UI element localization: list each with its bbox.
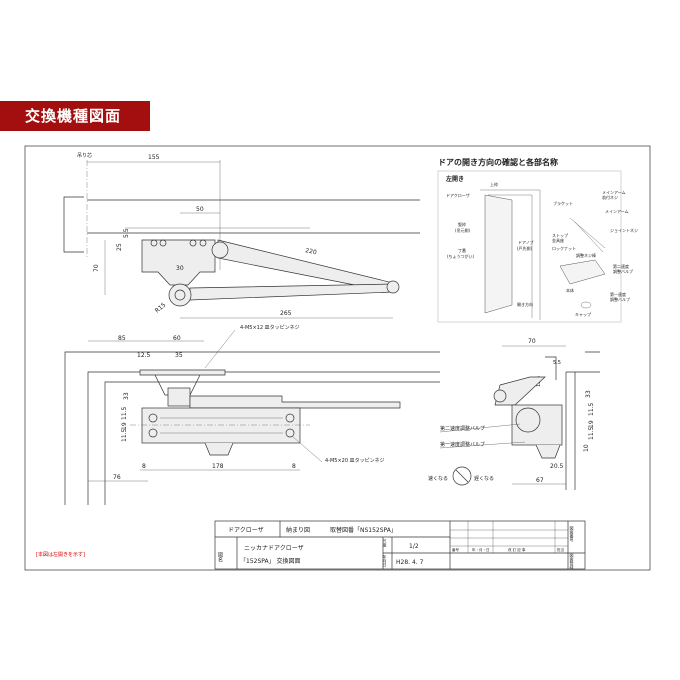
top_view-dims-7: 30 (176, 265, 184, 272)
pivot-label: 吊り芯 (77, 152, 92, 159)
inset-labels-23: キャップ (575, 311, 591, 317)
inset-labels-12: メインアーム (605, 209, 629, 214)
title_block-name_line2: 「152SPA」 交換図面 (240, 557, 301, 565)
inset-labels-1: ドアクローザ (446, 192, 470, 198)
inset-labels-8: 開き方向 (517, 301, 533, 307)
title_block-rev_headers-0: 番号 (452, 547, 460, 552)
inset-closer-body (559, 259, 606, 285)
side_view-dims-7: 10 (583, 444, 590, 452)
inset-subtitle: 左開き (445, 175, 464, 183)
top_view-dims-8: R15 (154, 301, 168, 314)
side_view-dims-4: 11.5 (588, 402, 595, 416)
title_block-name_line1: ニッカナドアクローザ (244, 545, 304, 552)
inset-labels-14: ストップ (552, 232, 568, 238)
top_view-dims-1: 50 (196, 206, 204, 213)
plan-view: 85 60 12.5 35 4-M5×12 皿タッピンネジ 33 11.5 19… (64, 324, 440, 505)
plan_view-dims-0: 85 (118, 335, 126, 342)
side_view-dims-6: 11.5 (588, 426, 595, 440)
inset-labels-19: 調整バルブ (613, 268, 633, 274)
parts-inset: ドアの開き方向の確認と各部名称 左開き 上枠 ドアクローザ 竪枠 (吊元側) 丁… (437, 157, 638, 323)
inset-labels-7: (戸先側) (517, 245, 533, 251)
inset-labels-16: ロックナット (552, 245, 576, 251)
side_view-dims-9: 67 (536, 477, 544, 484)
plan-arm (189, 395, 401, 409)
page-banner: 交換機種図面 (0, 101, 150, 131)
inset-labels-11: ブラケット (553, 200, 573, 206)
inset-labels-13: ジョイントネジ (610, 227, 638, 233)
side_view-faster: 速くなる (428, 475, 448, 482)
title_block-drawing_no_label: 図面番号 (570, 526, 575, 543)
plan_view-dims-9: 178 (212, 463, 224, 470)
top-view: 吊り芯 155 50 220 265 70 25 5.5 30 R15 (63, 152, 420, 319)
inset-labels-4: 丁番 (458, 247, 466, 253)
title_block-drawing_kind: 納まり図 (286, 526, 310, 534)
side_view-dims-8: 20.5 (550, 463, 564, 470)
inset-labels-9: メインアーム (602, 190, 626, 195)
inset-labels-21: 第一速度 (610, 291, 626, 297)
side_view-slower: 遅くなる (474, 475, 494, 482)
side_view-dims-5: 19 (588, 420, 595, 428)
inset-labels-20: 本体 (566, 287, 574, 293)
title_block-date_label: 年月日 (383, 554, 388, 568)
plan_view-dims-6: 19 (121, 422, 128, 430)
title_block-scale: 1/2 (409, 543, 419, 550)
inset-arms (569, 217, 606, 253)
side_view-valve2: 第二速度調整バルブ (440, 425, 485, 432)
inset-labels-6: ドアノブ (518, 239, 534, 245)
side_view-dims-3: 33 (585, 390, 592, 398)
plan_view-dims-1: 60 (173, 335, 181, 342)
title_block-product_type: ドアクローザ (228, 527, 264, 534)
plan_view-dims-5: 11.5 (121, 406, 128, 420)
plan_view-dims-8: 8 (142, 463, 146, 470)
inset-labels-0: 上枠 (490, 181, 498, 187)
plan_view-dims-10: 8 (292, 463, 296, 470)
note: [本図は左開きを示す] (36, 551, 85, 558)
drawing-border (24, 145, 651, 571)
valve-adjust-icon (452, 466, 472, 486)
top_view-dims-2: 220 (305, 247, 318, 256)
top_view-dims-0: 155 (148, 154, 160, 161)
screw-label-bottom: 4-M5×20 皿タッピンネジ (325, 457, 385, 464)
bracket (141, 239, 216, 286)
inset-labels-3: (吊元側) (455, 227, 471, 233)
top_view-dims-5: 25 (116, 243, 123, 251)
title_block-rev_headers-1: 年・月・日 (472, 547, 490, 552)
plan_view-dims-2: 12.5 (137, 352, 151, 359)
title_block-rev_headers-3: 担当 (557, 547, 565, 552)
title-block: ドアクローザ 納まり図 取替図番「NS152SPA」 図名 ニッカナドアクローザ… (214, 520, 586, 570)
top_view-dims-6: 5.5 (123, 228, 130, 238)
inset-labels-18: 第二速度 (613, 263, 629, 269)
inset-labels-15: 金具座 (552, 237, 564, 243)
top_view-dims-4: 70 (93, 264, 100, 272)
inset-labels-10: 翁付ネジ (602, 194, 618, 200)
inset-labels-2: 竪枠 (458, 221, 466, 227)
inset-labels-17: 調整ネジ棒 (576, 252, 596, 258)
plan_view-dims-7: 11.5 (121, 428, 128, 442)
side_view-dims-1: 5.5 (553, 360, 561, 366)
top_view-dims-3: 265 (280, 310, 292, 317)
side-view: 70 5.5 12.5 33 11.5 19 11.5 10 20.5 67 第… (428, 338, 600, 490)
plan_view-dims-4: 33 (123, 392, 130, 400)
screw-label-top: 4-M5×12 皿タッピンネジ (240, 324, 300, 331)
closer-spindle (168, 283, 192, 307)
title_block-date: H28. 4. 7 (396, 559, 424, 566)
title_block-scale_label: 尺度 (383, 539, 388, 548)
forearm (189, 283, 394, 301)
inset-title: ドアの開き方向の確認と各部名称 (438, 157, 558, 167)
side_view-valve1: 第一速度調整バルブ (440, 441, 485, 448)
title_block-drawing_reg_label: 図面登録 (570, 553, 575, 569)
side_view-dims-0: 70 (528, 338, 536, 345)
plan_view-dims-11: 76 (113, 474, 121, 481)
inset-labels-5: (ちょうつがい) (447, 253, 475, 259)
title_block-name_label: 図名 (217, 552, 223, 563)
title_block-replacement_label: 取替図番「NS152SPA」 (330, 526, 397, 534)
inset-labels-22: 調整バルブ (610, 296, 630, 302)
title_block-rev_headers-2: 改 訂 記 事 (508, 547, 526, 552)
closer-body (141, 407, 301, 444)
plan_view-dims-3: 35 (175, 352, 183, 359)
